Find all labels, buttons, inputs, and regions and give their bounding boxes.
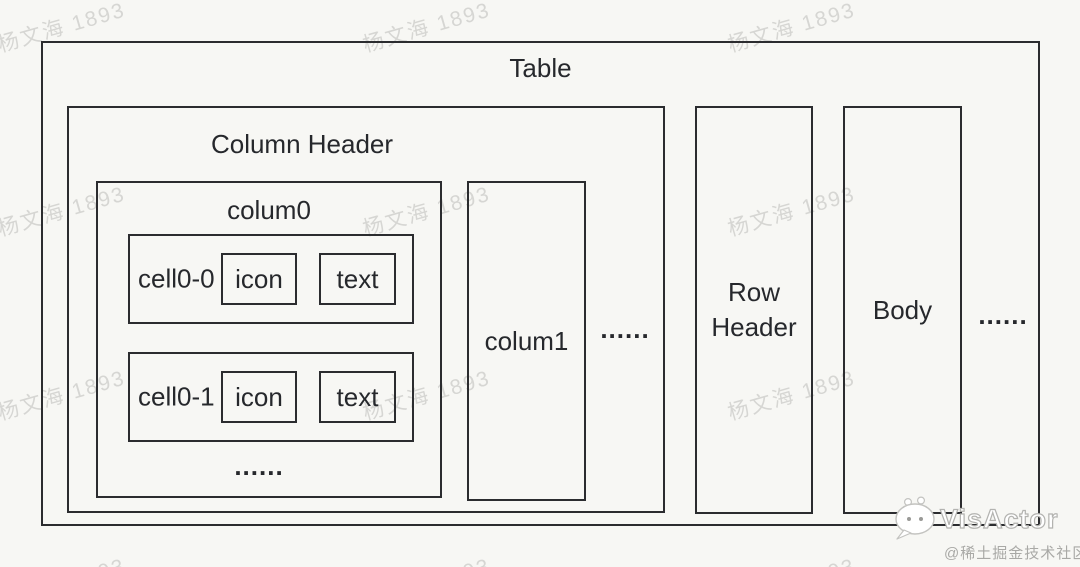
visactor-logo-text: VisActor [939, 503, 1059, 534]
cell0-0-icon-box: icon [221, 253, 297, 305]
cell0-1-icon-label: icon [235, 381, 283, 412]
table-label: Table [509, 53, 572, 83]
table-box: Table Column Header colum0 cell0-0 icon … [41, 41, 1040, 526]
cell0-1-text-label: text [336, 381, 379, 412]
row-header-label: Row Header [711, 277, 797, 342]
watermark-text: 杨文海 1893 [0, 550, 129, 567]
colum1-label: colum1 [484, 325, 569, 356]
column-header-box: Column Header colum0 cell0-0 icon text c… [67, 106, 665, 513]
attribution-text: @稀土掘金技术社区 [944, 545, 1080, 562]
cell0-0-box: cell0-0 icon text [128, 234, 414, 324]
more-cells-ellipsis: ...... [234, 451, 284, 481]
cell0-1-icon-box: icon [221, 371, 297, 423]
cell0-1-box: cell0-1 icon text [128, 352, 414, 442]
cell0-1-text-box: text [319, 371, 396, 423]
cell0-0-label: cell0-0 [138, 263, 215, 294]
column-header-label: Column Header [210, 129, 394, 159]
cell0-1-label: cell0-1 [138, 381, 215, 412]
more-columns-ellipsis: ...... [600, 314, 650, 344]
cell0-0-icon-label: icon [235, 263, 283, 294]
cell0-0-text-label: text [336, 263, 379, 294]
cell0-0-text-box: text [319, 253, 396, 305]
body-box: Body [843, 106, 962, 514]
watermark-text: 杨文海 1893 [724, 550, 859, 567]
colum0-label: colum0 [227, 195, 311, 225]
colum1-box: colum1 [467, 181, 586, 501]
body-label: Body [872, 294, 933, 325]
visactor-logo: VisActor [891, 496, 1059, 542]
visactor-chat-icon [895, 496, 935, 540]
watermark-text: 杨文海 1893 [359, 550, 494, 567]
more-sections-ellipsis: ...... [978, 300, 1028, 330]
row-header-box: Row Header [695, 106, 813, 514]
colum0-box: colum0 cell0-0 icon text cell0-1 icon [96, 181, 442, 498]
